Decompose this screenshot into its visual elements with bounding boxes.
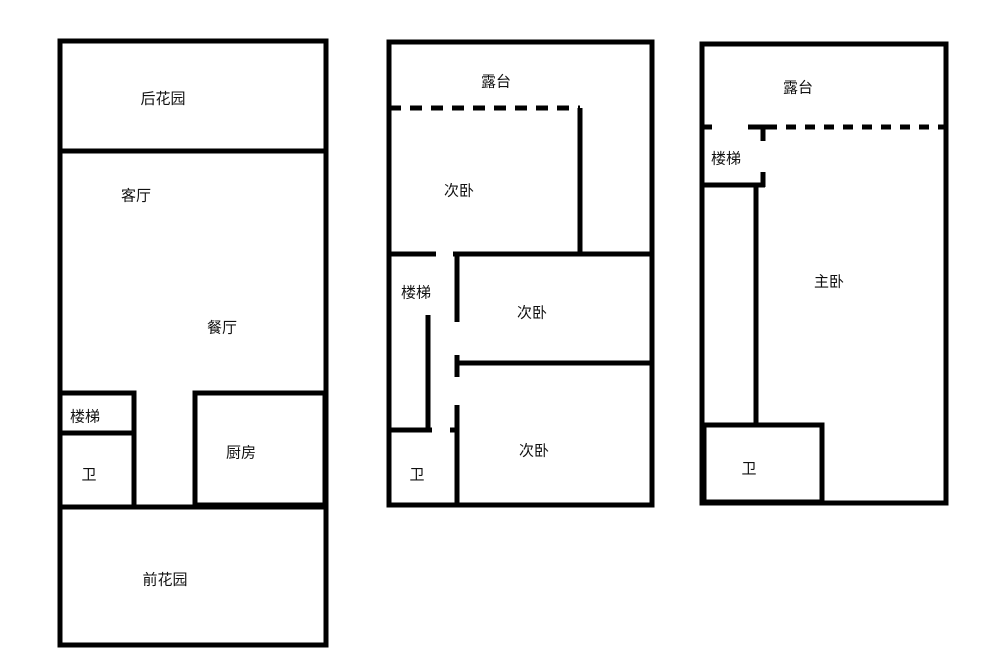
dining-room-label: 餐厅 <box>206 318 238 337</box>
living-room-label: 客厅 <box>120 186 152 205</box>
floor1-stairs-label: 楼梯 <box>69 407 101 426</box>
floor1-bathroom-label: 卫 <box>81 465 97 484</box>
floor3-stairs-label: 楼梯 <box>710 149 742 168</box>
floor3-terrace-label: 露台 <box>782 78 814 97</box>
floor2-stairs-label: 楼梯 <box>400 283 432 302</box>
master-bedroom-label: 主卧 <box>813 272 845 291</box>
floor2-bathroom-label: 卫 <box>409 465 425 484</box>
back-garden-label: 后花园 <box>140 89 186 108</box>
floor2-terrace-label: 露台 <box>480 72 512 91</box>
floor2-bedroom-1-label: 次卧 <box>443 181 475 200</box>
floor2-plan <box>386 39 655 508</box>
kitchen-label: 厨房 <box>225 443 257 462</box>
floor3-bathroom-label: 卫 <box>741 459 757 478</box>
front-garden-label: 前花园 <box>142 570 188 589</box>
floor2-bedroom-2-label: 次卧 <box>516 303 548 322</box>
floor3-plan <box>699 41 949 506</box>
floor2-bedroom-3-label: 次卧 <box>518 441 550 460</box>
floor1-plan <box>57 38 329 648</box>
